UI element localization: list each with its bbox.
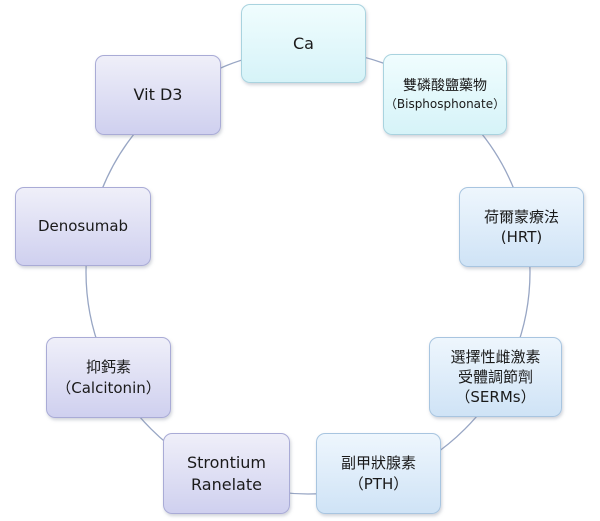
node-pth-line-2: （PTH） xyxy=(348,474,409,493)
node-vitd3: Vit D3 xyxy=(95,55,221,135)
node-serms-line-3: （SERMs） xyxy=(455,388,536,407)
node-hrt: 荷爾蒙療法 (HRT) xyxy=(459,187,584,267)
node-ca: Ca xyxy=(241,4,366,83)
node-calcitonin-line-2: （Calcitonin） xyxy=(56,378,161,397)
node-vitd3-line-1: Vit D3 xyxy=(133,85,183,105)
node-strontium-line-2: Ranelate xyxy=(191,474,262,494)
node-strontium-ranelate: Strontium Ranelate xyxy=(163,433,290,514)
node-hrt-line-2: (HRT) xyxy=(500,228,543,246)
node-serms-line-2: 受體調節劑 xyxy=(457,367,533,386)
node-strontium-line-1: Strontium xyxy=(186,452,267,472)
node-pth: 副甲狀腺素 （PTH） xyxy=(316,433,441,514)
node-bisphosphonate: 雙磷酸鹽藥物 （Bisphosphonate） xyxy=(383,54,507,135)
node-bisphosphonate-line-1: 雙磷酸鹽藥物 xyxy=(403,77,487,94)
node-denosumab: Denosumab xyxy=(15,187,151,266)
node-ca-line-1: Ca xyxy=(293,33,314,53)
node-calcitonin: 抑鈣素 （Calcitonin） xyxy=(46,337,171,418)
node-serms-line-1: 選擇性雌激素 xyxy=(450,347,541,366)
node-calcitonin-line-1: 抑鈣素 xyxy=(85,358,131,377)
node-serms: 選擇性雌激素 受體調節劑 （SERMs） xyxy=(429,337,562,417)
node-hrt-line-1: 荷爾蒙療法 xyxy=(483,207,559,226)
node-bisphosphonate-line-2: （Bisphosphonate） xyxy=(384,96,506,111)
node-denosumab-line-1: Denosumab xyxy=(37,217,129,236)
node-pth-line-1: 副甲狀腺素 xyxy=(340,454,416,473)
